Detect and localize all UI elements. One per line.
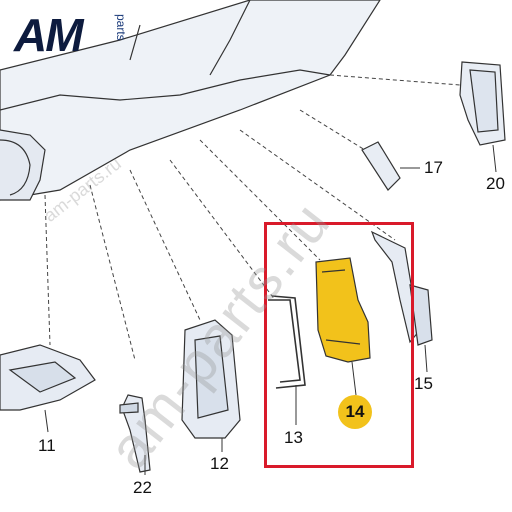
- logo-text: AM: [14, 9, 84, 61]
- part-20: [459, 61, 506, 146]
- part-13: [268, 295, 306, 389]
- part-17: [361, 141, 401, 191]
- callout-14: 14: [338, 395, 372, 429]
- callout-13: 13: [284, 428, 303, 447]
- highlight-box: [264, 222, 414, 468]
- logo-suffix: parts: [114, 14, 128, 41]
- callout-12: 12: [210, 454, 229, 473]
- part-12: [181, 319, 241, 439]
- part-14: [315, 257, 371, 363]
- part-11: [0, 344, 96, 411]
- am-parts-logo: AM parts: [14, 8, 128, 62]
- callout-22: 22: [133, 478, 152, 497]
- car-body-outline: [0, 0, 381, 201]
- callout-17: 17: [424, 158, 443, 177]
- callout-15: 15: [414, 374, 433, 393]
- callout-20: 20: [486, 174, 505, 193]
- leader-lines: [44, 74, 461, 361]
- part-15: [370, 230, 433, 346]
- callout-11: 11: [38, 436, 56, 455]
